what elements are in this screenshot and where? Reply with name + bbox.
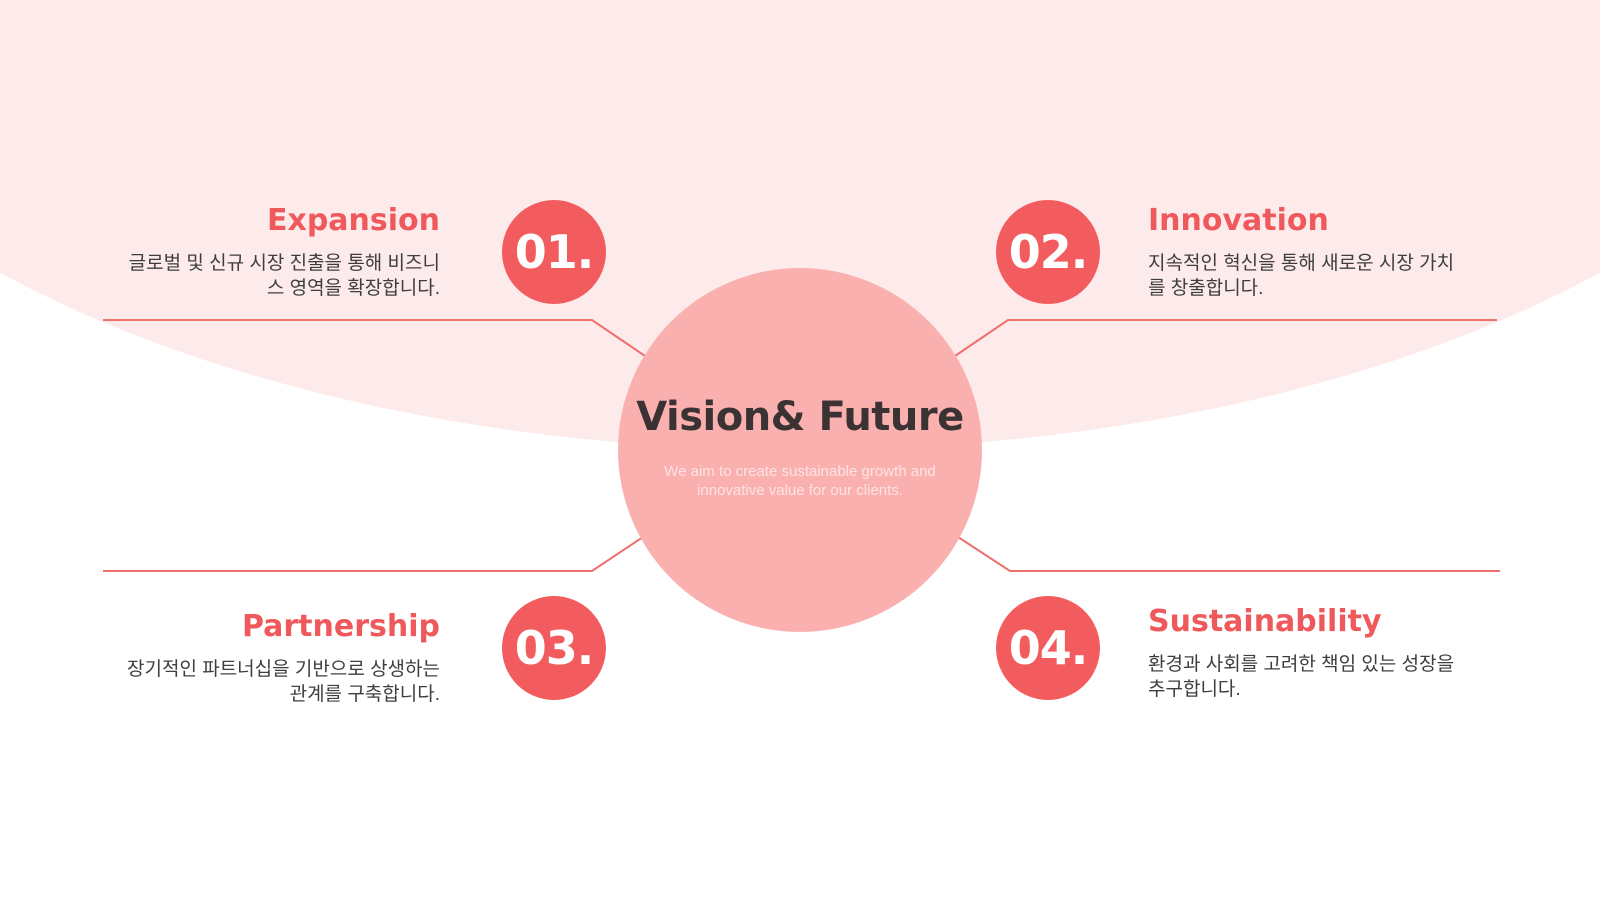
item-description-partnership: 장기적인 파트너십을 기반으로 상생하는 관계를 구축합니다. xyxy=(127,659,440,705)
item-title-partnership: Partnership xyxy=(241,609,440,644)
number-badge-01: 01. xyxy=(502,200,606,304)
number-badge-02: 02. xyxy=(996,200,1100,304)
item-title-innovation: Innovation xyxy=(1148,203,1329,238)
item-description-innovation: 지속적인 혁신을 통해 새로운 시장 가치를 창출합니다. xyxy=(1148,253,1455,299)
item-title-expansion: Expansion xyxy=(266,203,440,238)
item-description-sustainability: 환경과 사회를 고려한 책임 있는 성장을 추구합니다. xyxy=(1148,654,1455,700)
connector-line-02 xyxy=(954,319,1497,357)
center-circle: Vision& Future We aim to create sustaina… xyxy=(618,268,982,632)
number-badge-03: 03. xyxy=(502,596,606,700)
connector-line-01 xyxy=(103,319,646,357)
center-subtitle: We aim to create sustainable growth and … xyxy=(664,463,936,499)
number-badge-04: 04. xyxy=(996,596,1100,700)
item-description-expansion: 글로벌 및 신규 시장 진출을 통해 비즈니스 영역을 확장합니다. xyxy=(128,253,440,299)
item-title-sustainability: Sustainability xyxy=(1148,604,1382,639)
connector-line-04 xyxy=(957,536,1500,572)
connector-line-03 xyxy=(103,536,644,572)
center-title: Vision& Future xyxy=(636,394,964,440)
